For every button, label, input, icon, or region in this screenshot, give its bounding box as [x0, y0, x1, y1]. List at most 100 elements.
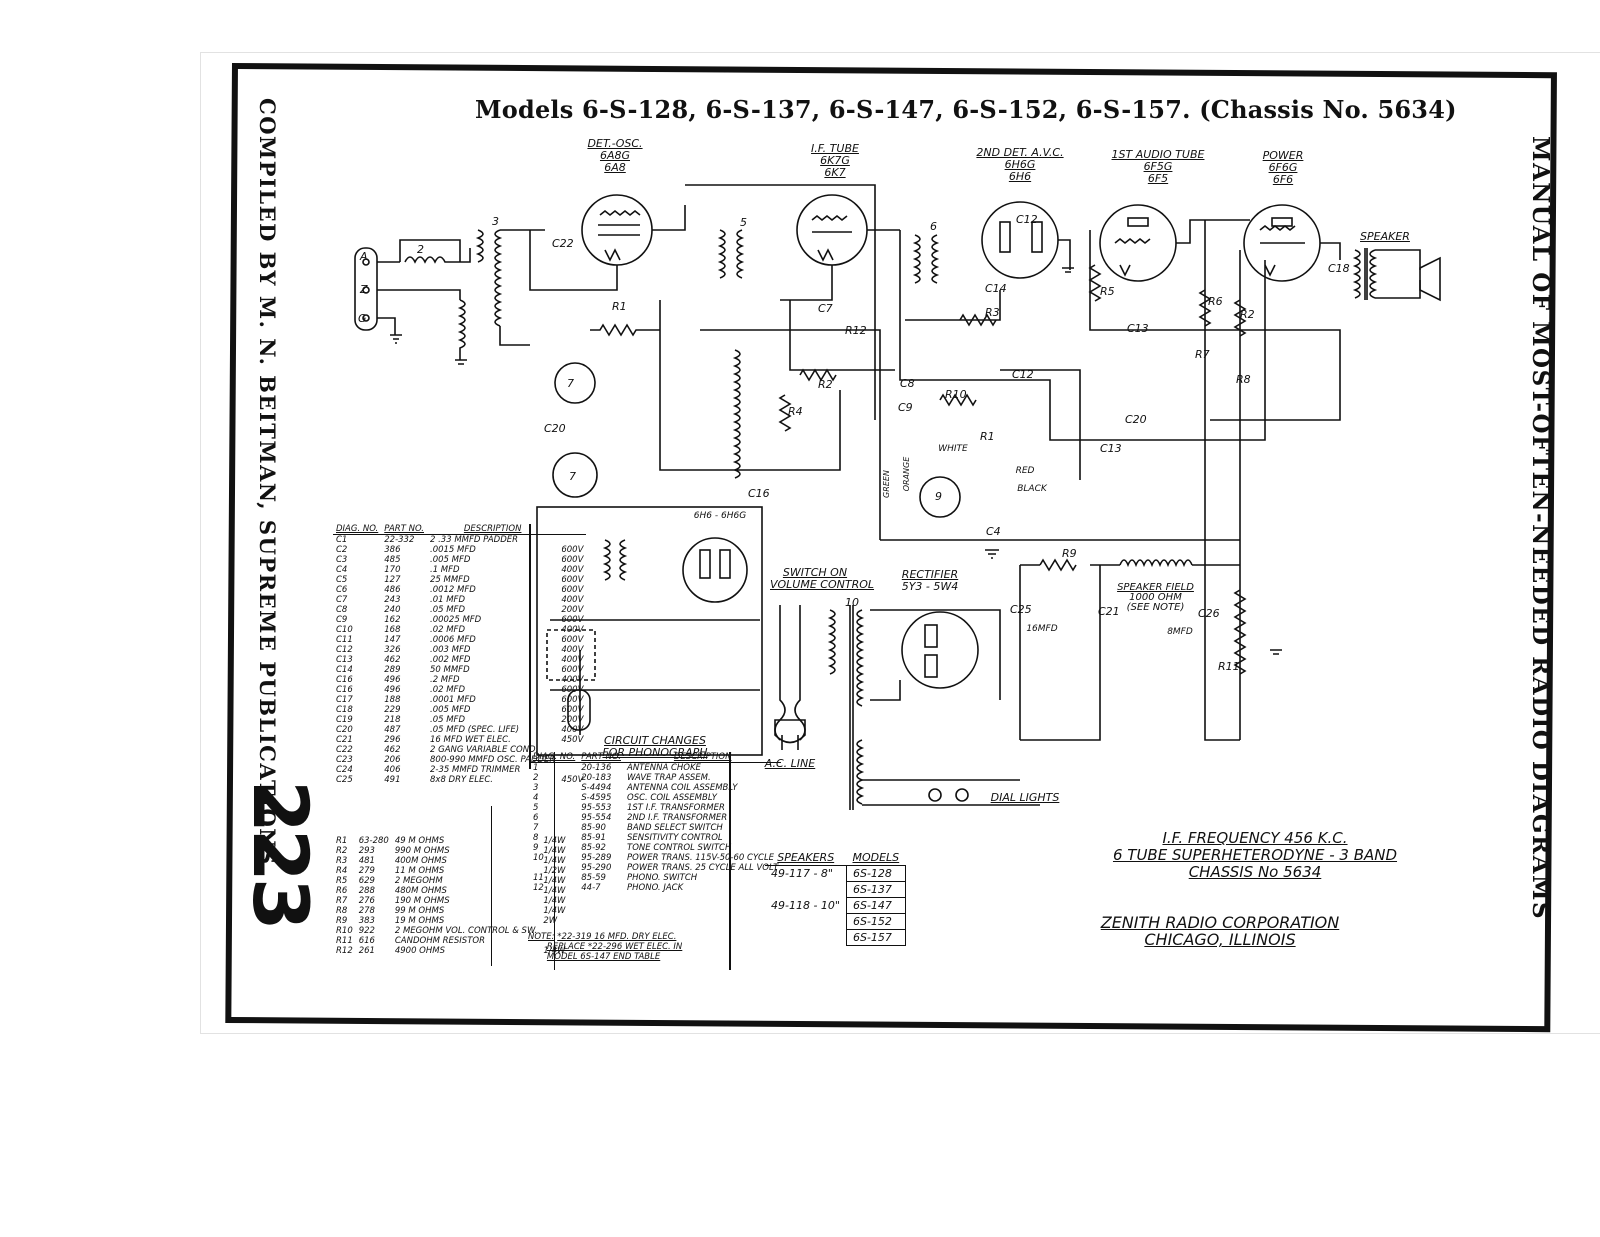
if-frequency: I.F. FREQUENCY 456 K.C. [1162, 829, 1348, 847]
svg-text:R2: R2 [1240, 308, 1255, 321]
coil-cell: SENSITIVITY CONTROL [627, 833, 723, 843]
band-switch-7b [552, 452, 598, 498]
svg-text:R2: R2 [818, 378, 833, 391]
coil-cell: 8 [533, 833, 539, 843]
tube-count-band: 6 TUBE SUPERHETERODYNE - 3 BAND [1112, 846, 1398, 864]
speaker-model-row: 49-118 - 10"6S-147 [765, 897, 906, 914]
capacitor-cell: .003 MFD [430, 645, 471, 655]
note-line-2: REPLACE *22-296 WET ELEC. IN [546, 942, 683, 952]
svg-text:C13: C13 [1127, 322, 1149, 335]
svg-text:7: 7 [569, 470, 576, 483]
compiler-credit: COMPILED BY M. N. BEITMAN, SUPREME PUBLI… [255, 98, 280, 866]
capacitor-cell: 406 [384, 765, 401, 775]
coil-cell: 11 [533, 873, 544, 883]
coil-cell: POWER TRANS. 25 CYCLE ALL VOLT [627, 863, 779, 873]
capacitor-cell: 487 [384, 725, 401, 735]
coil-cell: 95-553 [581, 803, 612, 813]
note-line-1: *22-319 16 MFD. DRY ELEC. [557, 932, 677, 942]
svg-text:R11: R11 [1218, 660, 1240, 673]
capacitor-cell: 200V [561, 715, 584, 725]
svg-text:R5: R5 [1100, 285, 1115, 298]
capacitor-cell: C4 [336, 565, 348, 575]
maker-block: ZENITH RADIO CORPORATION CHICAGO, ILLINO… [1070, 914, 1370, 948]
capacitor-cell: 462 [384, 655, 401, 665]
capacitor-cell: .2 MFD [430, 675, 460, 685]
capacitor-cell: .00025 MFD [430, 615, 482, 625]
resistor-cell: 276 [358, 896, 375, 906]
resistor-cell: R6 [336, 886, 348, 896]
wire-red-label: RED [1015, 466, 1035, 476]
capacitor-cell: C25 [336, 775, 353, 785]
capacitor-cell: 243 [384, 595, 401, 605]
capacitor-cell: .005 MFD [430, 705, 471, 715]
capacitor-cell: 400V [561, 725, 584, 735]
capacitor-cell: 800-990 MMFD OSC. PADDER [430, 755, 556, 765]
capacitor-cell: .0001 MFD [430, 695, 476, 705]
capacitor-cell: 600V [561, 615, 584, 625]
capacitor-cell: C17 [336, 695, 353, 705]
capacitor-cell: .05 MFD (SPEC. LIFE) [430, 725, 520, 735]
svg-text:C13: C13 [1100, 442, 1122, 455]
coil-cell: 20-183 [581, 773, 612, 783]
svg-text:9: 9 [935, 490, 942, 503]
svg-text:R1: R1 [612, 300, 627, 313]
svg-text:6: 6 [930, 220, 937, 233]
capacitor-cell: 2-35 MMFD TRIMMER [430, 765, 521, 775]
speaker-model-row: 6S-157 [765, 929, 906, 946]
band-switch-7a [554, 362, 596, 404]
capacitor-cell: 600V [561, 695, 584, 705]
resistor-cell: 990 M OHMS [394, 846, 450, 856]
capacitor-cell: 486 [384, 585, 401, 595]
capacitor-cell: 22-332 [384, 535, 415, 545]
resistor-cell: R5 [336, 876, 348, 886]
coil-cell: PHONO. JACK [627, 883, 684, 893]
capacitor-table-box [333, 524, 531, 769]
svg-text:C20: C20 [1125, 413, 1147, 426]
capacitor-cell: C9 [336, 615, 348, 625]
capacitor-cell: 400V [561, 565, 584, 575]
capacitor-cell: C10 [336, 625, 353, 635]
capacitor-cell: C13 [336, 655, 353, 665]
capacitor-cell: 2 .33 MMFD PADDER [430, 535, 519, 545]
coil-table-edge [728, 752, 731, 970]
svg-text:A: A [359, 250, 368, 263]
capacitor-cell: 400V [561, 625, 584, 635]
capacitor-cell: 168 [384, 625, 401, 635]
capacitor-cell: .005 MFD [430, 555, 471, 565]
capacitor-cell: 289 [384, 665, 401, 675]
svg-text:C22: C22 [552, 237, 574, 250]
capacitor-cell: C7 [336, 595, 348, 605]
svg-text:C12: C12 [1016, 213, 1038, 226]
svg-text:R10: R10 [945, 388, 967, 401]
resistor-cell: R9 [336, 916, 348, 926]
tone-switch-9 [919, 476, 961, 518]
capacitor-cell: .002 MFD [430, 655, 471, 665]
capacitor-cell: C24 [336, 765, 353, 775]
resistor-cell: R1 [336, 836, 348, 846]
speaker-model-cell: 6S-147 [845, 897, 906, 914]
schematic-annotations: 2 3 5 6 7 7 9 10 A Z G R1 R2 R3 R4 R5 R6… [358, 213, 1350, 673]
wave-trap-number: 2 [417, 243, 424, 256]
capacitor-cell: 240 [384, 605, 401, 615]
svg-text:3: 3 [492, 215, 499, 228]
svg-text:G: G [358, 312, 367, 325]
resistor-cell: R4 [336, 866, 348, 876]
c26-value-label: 8MFD [1167, 627, 1193, 637]
chassis-number: CHASSIS No 5634 [1188, 863, 1322, 881]
speaker-model-cell: 6S-137 [845, 881, 906, 898]
svg-text:5: 5 [740, 216, 747, 229]
